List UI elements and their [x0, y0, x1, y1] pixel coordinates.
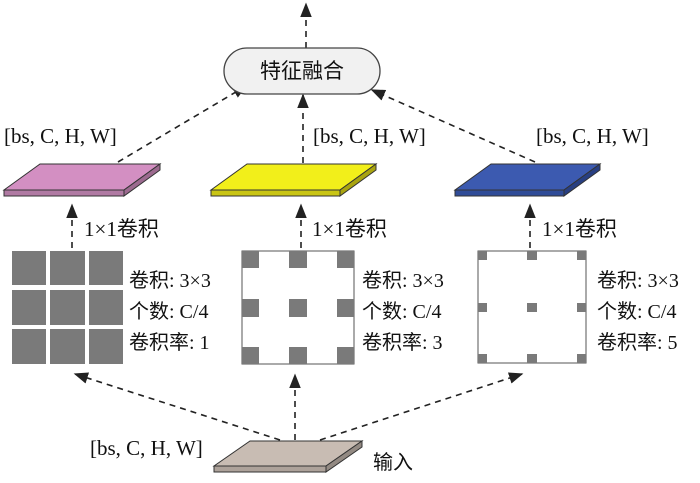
kernel-cell [12, 251, 46, 285]
kernel-cell [527, 303, 537, 312]
kernel-cell [577, 303, 586, 312]
feature-map-shape-left: [bs, C, H, W] [4, 124, 117, 148]
branch-params-mid: 卷积: 3×3 个数: C/4 卷积率: 3 [362, 269, 444, 354]
kernel-count-text: 个数: C/4 [597, 300, 676, 323]
feature-map-shape-mid: [bs, C, H, W] [313, 124, 426, 148]
feature-map-left [2, 163, 162, 197]
kernel-cell [12, 329, 46, 364]
dilation-rate-text: 卷积率: 5 [597, 331, 678, 354]
arrow-input-right [319, 372, 524, 441]
kernel-grid-dilation-3 [241, 250, 355, 365]
feature-map-mid-front [210, 189, 341, 197]
kernel-count-text: 个数: C/4 [362, 300, 441, 323]
input-shape-label: [bs, C, H, W] [90, 436, 203, 460]
kernel-cell [527, 251, 537, 260]
kernel-cell [242, 347, 259, 364]
feature-map-left-front [3, 189, 125, 197]
kernel-cell [50, 329, 85, 364]
dilation-rate-text: 卷积率: 1 [129, 331, 210, 354]
kernel-size-text: 卷积: 3×3 [362, 269, 444, 292]
input-slab [212, 440, 364, 473]
kernel-cell [12, 290, 46, 325]
kernel-grid-dilation-5 [477, 250, 587, 364]
kernel-cell [577, 354, 586, 363]
kernel-cell [478, 354, 487, 363]
branch-params-right: 卷积: 3×3 个数: C/4 卷积率: 5 [597, 269, 679, 354]
conv1x1-label-right: 1×1卷积 [542, 217, 617, 241]
kernel-cell [337, 299, 354, 317]
conv1x1-label-left: 1×1卷积 [84, 217, 159, 241]
branch-params-left: 卷积: 3×3 个数: C/4 卷积率: 1 [129, 269, 211, 354]
kernel-cell [242, 299, 259, 317]
conv1x1-label-mid: 1×1卷积 [312, 217, 387, 241]
feature-map-mid [209, 163, 378, 197]
arrow-input-left [73, 372, 281, 441]
feature-map-right [453, 163, 602, 197]
kernel-cell [89, 329, 123, 364]
kernel-cell [478, 251, 487, 260]
fusion-label: 特征融合 [260, 59, 344, 83]
input-label: 输入 [373, 450, 413, 474]
kernel-cell [289, 347, 307, 364]
feature-map-shape-right: [bs, C, H, W] [536, 124, 649, 148]
kernel-cell [337, 347, 354, 364]
kernel-size-text: 卷积: 3×3 [597, 269, 679, 292]
arrow-left-to-fusion [117, 85, 248, 163]
kernel-cell [289, 299, 307, 317]
feature-map-right-front [454, 189, 565, 197]
kernel-cell [289, 251, 307, 268]
arrow-right-to-fusion [370, 89, 536, 163]
kernel-count-text: 个数: C/4 [129, 300, 208, 323]
kernel-cell [50, 251, 85, 285]
kernel-grid-dilation-1 [12, 251, 123, 364]
kernel-cell [89, 290, 123, 325]
fusion-box [223, 47, 381, 95]
kernel-cell [242, 251, 259, 268]
input-slab-front [213, 465, 327, 473]
kernel-cell [527, 354, 537, 363]
kernel-size-text: 卷积: 3×3 [129, 269, 211, 292]
kernel-cell [89, 251, 123, 285]
kernel-cell [50, 290, 85, 325]
kernel-cell [577, 251, 586, 260]
kernel-cell [337, 251, 354, 268]
dilation-rate-text: 卷积率: 3 [362, 331, 443, 354]
kernel-cell [478, 303, 487, 312]
